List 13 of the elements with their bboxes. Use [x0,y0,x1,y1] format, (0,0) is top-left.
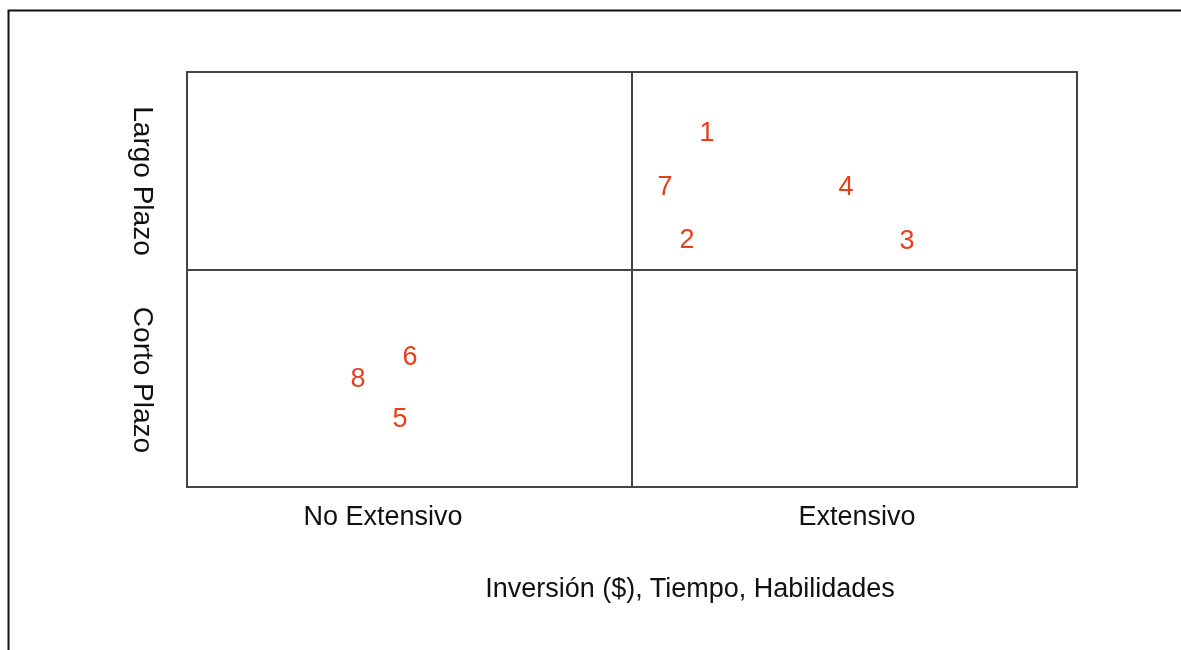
point-number: 1 [699,118,715,146]
axis-title: Inversión ($), Tiempo, Habilidades [485,574,895,602]
point-number: 3 [899,226,915,254]
point-number: 4 [838,172,854,200]
point-number: 6 [402,342,418,370]
point-number: 5 [392,404,408,432]
point-number: 2 [679,225,695,253]
axis-label: No Extensivo [303,502,463,530]
point-number: 7 [657,172,673,200]
point-number: 8 [350,364,366,392]
axis-label: Extensivo [798,502,916,530]
axis-label: Largo Plazo [129,106,157,256]
axis-label: Corto Plazo [129,306,157,454]
